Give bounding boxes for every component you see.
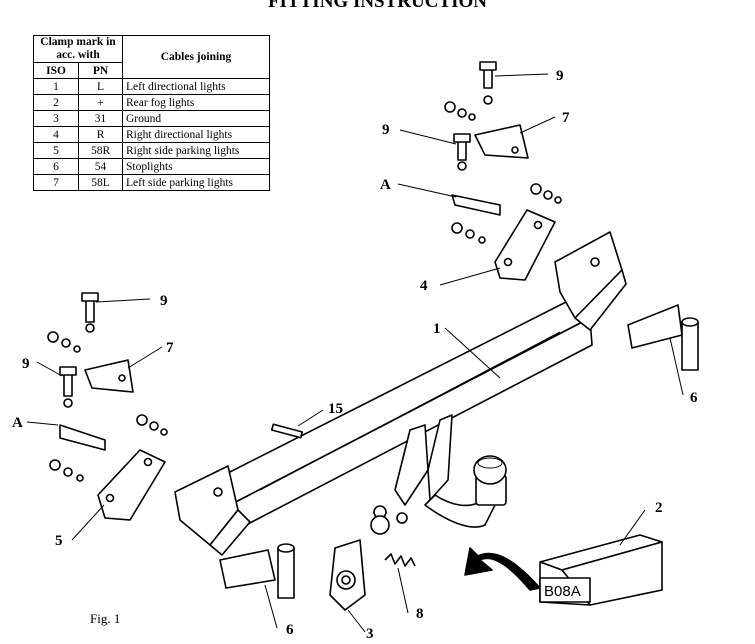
packing-box xyxy=(539,534,663,606)
cell-iso: 7 xyxy=(32,174,80,191)
figure-caption: Fig. 1 xyxy=(90,611,121,626)
cell-cable: Right side parking lights xyxy=(122,142,270,159)
callout-4: 4 xyxy=(420,278,428,294)
bracket-7-left xyxy=(84,359,134,393)
left-mounting-plate xyxy=(97,449,166,521)
callout-6-right: 6 xyxy=(690,390,698,406)
callout-8: 8 xyxy=(416,606,424,622)
callout-1: 1 xyxy=(433,321,441,337)
callout-3: 3 xyxy=(366,626,374,642)
direction-arrow xyxy=(464,547,541,591)
callout-7-right: 7 xyxy=(562,110,570,126)
callout-2: 2 xyxy=(655,500,663,516)
right-mounting-plate xyxy=(494,209,556,281)
tow-ball-neck xyxy=(394,414,507,528)
header-pn: PN xyxy=(78,62,123,79)
header-clamp-mark: Clamp mark in acc. with xyxy=(33,35,123,63)
table-row: 2+Rear fog lights xyxy=(32,94,270,111)
bracket-a-left xyxy=(59,424,106,451)
callout-9-left: 9 xyxy=(22,356,30,372)
callout-9-top-right: 9 xyxy=(556,68,564,84)
box-code-label: B08A xyxy=(544,583,581,600)
cable-legend-table: Clamp mark in acc. with Cables joining I… xyxy=(32,35,270,191)
right-side-bracket xyxy=(554,231,627,331)
right-clamp xyxy=(627,304,699,371)
bolts-and-washers xyxy=(47,61,562,535)
bolt-15 xyxy=(270,423,304,439)
callout-9-top-left: 9 xyxy=(160,293,168,309)
spring xyxy=(384,553,416,567)
socket-plate xyxy=(329,539,366,611)
bracket-7-right xyxy=(474,124,529,159)
left-clamp xyxy=(219,543,295,599)
cell-cable: Left side parking lights xyxy=(122,174,270,191)
cell-pn: 58R xyxy=(78,142,123,159)
left-side-bracket xyxy=(174,465,251,556)
callout-a-right: A xyxy=(380,177,391,193)
callout-a-left: A xyxy=(12,415,23,431)
leader-lines xyxy=(26,73,684,633)
bracket-a-right xyxy=(451,194,501,216)
callout-15: 15 xyxy=(328,401,343,417)
callout-9-right: 9 xyxy=(382,122,390,138)
callout-5: 5 xyxy=(55,533,63,549)
callout-6-left: 6 xyxy=(286,622,294,638)
callout-7-left: 7 xyxy=(166,340,174,356)
page-title: FITTING INSTRUCTION xyxy=(267,0,488,12)
